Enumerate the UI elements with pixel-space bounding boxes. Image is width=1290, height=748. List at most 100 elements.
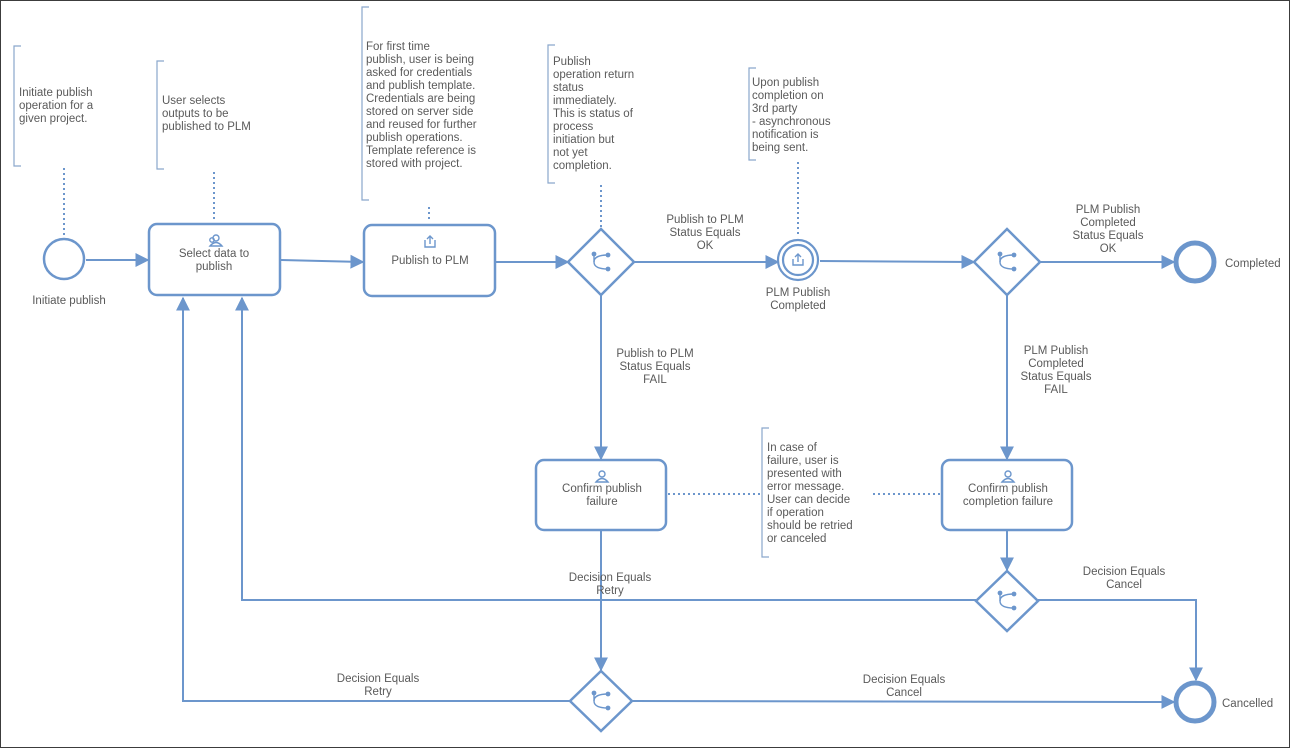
text-line: and publish template. — [366, 80, 475, 92]
text-line: notification is — [752, 129, 819, 141]
text-line: Publish — [553, 56, 591, 68]
text-line: Template reference is — [366, 145, 476, 157]
text-line: User can decide — [767, 494, 850, 506]
text-line: immediately. — [553, 95, 617, 107]
text-line: Cancel — [1106, 579, 1142, 591]
text-line: Status Equals — [620, 361, 691, 373]
user-icon — [594, 470, 610, 483]
text-line: Confirm publish — [562, 483, 642, 495]
text-line: PLM Publish — [766, 287, 831, 299]
gateway-completion-status[interactable] — [972, 227, 1042, 297]
text-line: outputs to be — [162, 108, 229, 120]
branch-icon — [591, 251, 611, 272]
branch-icon — [591, 690, 611, 711]
branch-icon — [997, 251, 1017, 272]
gateway-publish-status[interactable] — [566, 227, 636, 297]
text-line: completion failure — [963, 496, 1053, 508]
text-line: Retry — [596, 585, 624, 597]
text-line: Status Equals — [1021, 371, 1092, 383]
start-event[interactable] — [42, 237, 86, 281]
text-line: PLM Publish — [1024, 345, 1089, 357]
task-publish-to-plm[interactable]: Publish to PLM — [362, 223, 497, 298]
text-line: completion on — [752, 90, 824, 102]
text-line: Status Equals — [670, 227, 741, 239]
cancelled-label: Cancelled — [1222, 698, 1273, 710]
text-line: 3rd party — [752, 103, 798, 115]
text-line: Decision Equals — [1083, 566, 1166, 578]
gateway-completion-decision[interactable] — [974, 569, 1040, 633]
text-line: given project. — [19, 113, 87, 125]
text-line: Completed — [770, 300, 826, 312]
text-line: publish — [196, 261, 232, 273]
gateway-publish-decision[interactable] — [568, 669, 634, 733]
text-line: - asynchronous — [752, 116, 831, 128]
text-line: PLM Publish — [1076, 204, 1141, 216]
text-line: publish, user is being — [366, 54, 474, 66]
text-line: FAIL — [643, 374, 667, 386]
text-line: process — [553, 121, 594, 133]
text-line: Publish to PLM — [666, 214, 743, 226]
text-line: For first time — [366, 41, 430, 53]
text-line: OK — [1100, 243, 1117, 255]
text-line: asked for credentials — [366, 67, 472, 79]
task-publish-to-plm-label: Publish to PLM — [391, 255, 468, 267]
text-line: Publish to PLM — [391, 255, 468, 267]
text-line: Confirm publish — [968, 483, 1048, 495]
text-line: publish operations. — [366, 132, 463, 144]
text-line: and reused for further — [366, 119, 477, 131]
user-icon — [1000, 470, 1016, 483]
upload-icon — [792, 253, 804, 266]
upload-icon — [424, 235, 436, 248]
text-line: or canceled — [767, 533, 826, 545]
text-line: Select data to — [179, 248, 249, 260]
text-line: Decision Equals — [569, 572, 652, 584]
text-line: Cancel — [886, 687, 922, 699]
text-line: Completed — [1080, 217, 1136, 229]
text-line: failure, user is — [767, 455, 839, 467]
completed-label: Completed — [1225, 258, 1281, 270]
text-line: presented with — [767, 468, 842, 480]
cancelled-end-event[interactable] — [1173, 680, 1217, 724]
text-line: Completed — [1028, 358, 1084, 370]
text-line: stored on server side — [366, 106, 473, 118]
text-line: error message. — [767, 481, 844, 493]
start-event-label: Initiate publish — [32, 295, 106, 307]
text-line: Decision Equals — [337, 673, 420, 685]
text-line: if operation — [767, 507, 824, 519]
completed-end-event[interactable] — [1173, 240, 1217, 284]
text-line: Initiate publish — [19, 87, 93, 99]
user-group-icon — [208, 234, 224, 247]
text-line: This is status of — [553, 108, 634, 120]
text-line: Credentials are being — [366, 93, 475, 105]
associations — [63, 162, 941, 495]
text-line: initiation but — [553, 134, 615, 146]
plm-publish-completed-event[interactable] — [776, 238, 820, 282]
text-line: published to PLM — [162, 121, 251, 133]
text-line: Publish to PLM — [616, 348, 693, 360]
sequence-flows — [86, 253, 1203, 709]
text-line: User selects — [162, 95, 226, 107]
